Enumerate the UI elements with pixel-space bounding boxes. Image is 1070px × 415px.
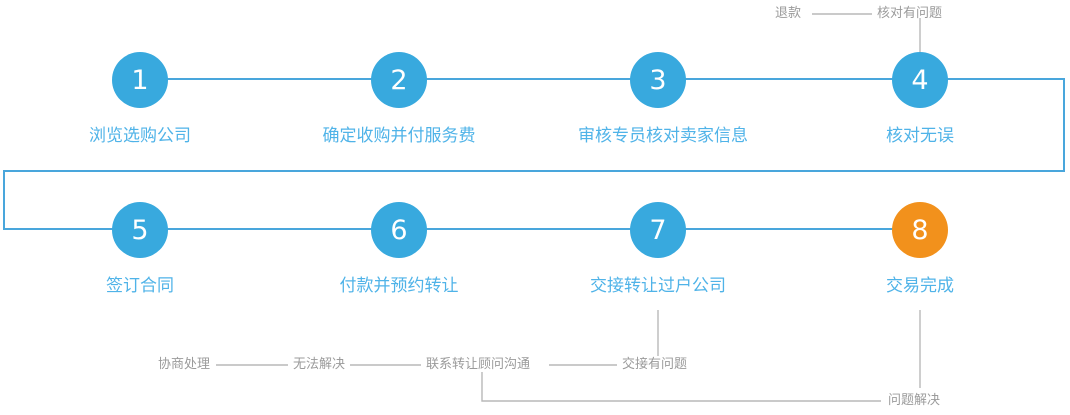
gray-annotation-connector-group — [216, 13, 921, 402]
flow-node-6-circle[interactable]: 6 — [371, 202, 427, 258]
flow-node-1-label: 浏览选购公司 — [89, 126, 191, 146]
flow-node-8-circle[interactable]: 8 — [892, 202, 948, 258]
flow-node-2-label: 确定收购并付服务费 — [322, 126, 476, 146]
flow-node-1[interactable]: 1 浏览选购公司 — [60, 52, 220, 145]
flow-node-2-number: 2 — [390, 64, 408, 96]
flow-node-7-number: 7 — [649, 214, 667, 246]
flow-node-3[interactable]: 3 审核专员核对卖家信息 — [578, 52, 748, 146]
flow-node-5-circle[interactable]: 5 — [112, 202, 168, 258]
flow-node-7[interactable]: 7 交接转让过户公司 — [578, 202, 738, 295]
annotation-handover-problem: 交接有问题 — [622, 357, 688, 372]
flow-node-4-number: 4 — [911, 64, 929, 96]
flow-node-1-number: 1 — [131, 64, 149, 96]
flow-node-8-number: 8 — [911, 214, 929, 246]
annotation-refund: 退款 — [775, 6, 802, 21]
connector-advisor-to-solved — [481, 372, 881, 402]
flow-node-3-label: 审核专员核对卖家信息 — [578, 126, 748, 146]
flow-node-7-circle[interactable]: 7 — [630, 202, 686, 258]
flow-node-5[interactable]: 5 签订合同 — [60, 202, 220, 295]
flow-node-2[interactable]: 2 确定收购并付服务费 — [319, 52, 479, 145]
blue-connector-group — [3, 78, 1065, 230]
flow-node-7-label: 交接转让过户公司 — [590, 276, 726, 296]
flow-node-2-circle[interactable]: 2 — [371, 52, 427, 108]
flow-node-6-number: 6 — [390, 214, 408, 246]
flow-node-3-circle[interactable]: 3 — [630, 52, 686, 108]
annotation-problem-solved: 问题解决 — [888, 393, 941, 408]
flow-node-4[interactable]: 4 核对无误 — [840, 52, 1000, 145]
flow-node-4-circle[interactable]: 4 — [892, 52, 948, 108]
annotation-check-problem: 核对有问题 — [877, 6, 943, 21]
connector-4-to-5-wrap — [3, 78, 1065, 230]
flow-node-8-label: 交易完成 — [886, 276, 954, 296]
flow-node-5-label: 签订合同 — [106, 276, 174, 296]
annotation-unresolved: 无法解决 — [293, 357, 346, 372]
flow-node-3-number: 3 — [649, 64, 667, 96]
flow-node-6-label: 付款并预约转让 — [339, 276, 459, 296]
flow-node-8[interactable]: 8 交易完成 — [840, 202, 1000, 295]
flow-node-1-circle[interactable]: 1 — [112, 52, 168, 108]
annotation-negotiate: 协商处理 — [158, 357, 211, 372]
annotation-contact-advisor: 联系转让顾问沟通 — [426, 357, 531, 372]
flow-node-5-number: 5 — [131, 214, 149, 246]
flow-node-6[interactable]: 6 付款并预约转让 — [319, 202, 479, 295]
flow-node-4-label: 核对无误 — [886, 126, 954, 146]
